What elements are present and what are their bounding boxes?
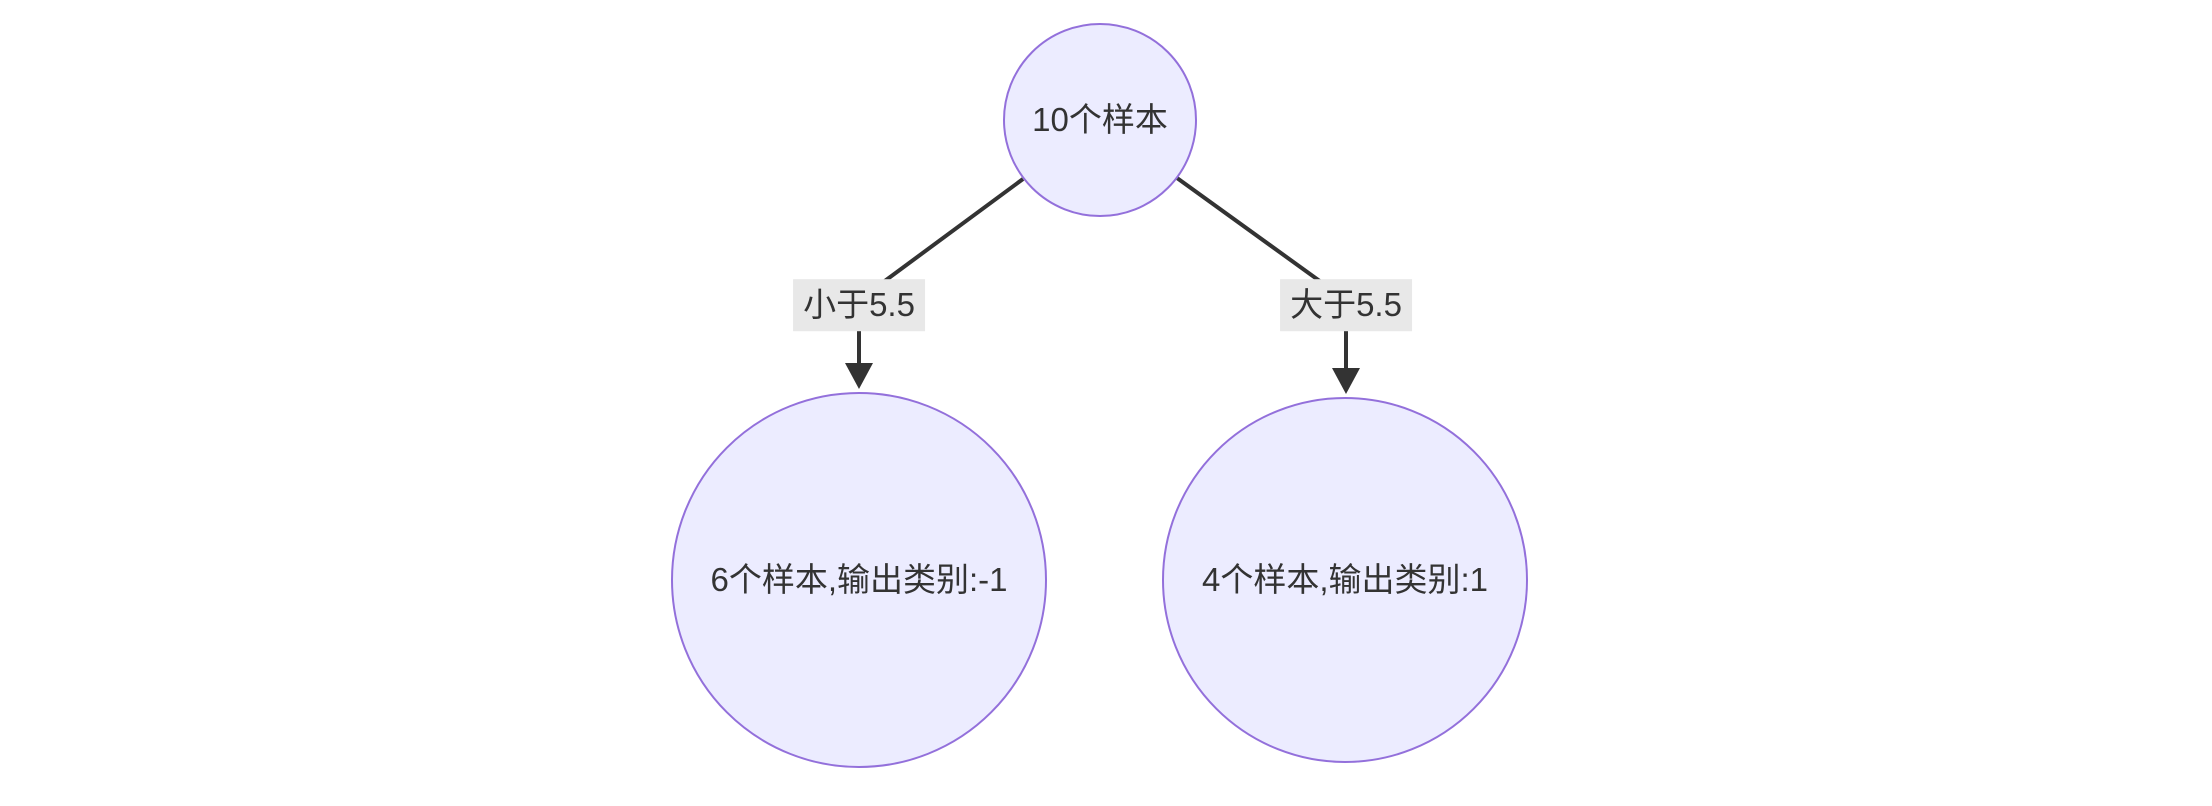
edge-line-right	[1175, 176, 1348, 377]
edge-label-greater-than: 大于5.5	[1280, 279, 1412, 331]
edge-line-left	[857, 177, 1025, 372]
root-node-label: 10个样本	[1032, 101, 1168, 139]
root-node: 10个样本	[1003, 23, 1197, 217]
leaf-node-right-label: 4个样本,输出类别:1	[1201, 561, 1489, 599]
leaf-node-left-label: 6个样本,输出类别:-1	[710, 561, 1008, 599]
arrowhead-right-icon	[1332, 368, 1360, 394]
leaf-node-right: 4个样本,输出类别:1	[1162, 397, 1528, 763]
leaf-node-left: 6个样本,输出类别:-1	[671, 392, 1047, 768]
arrowhead-left-icon	[845, 363, 873, 389]
edge-label-less-than: 小于5.5	[793, 279, 925, 331]
